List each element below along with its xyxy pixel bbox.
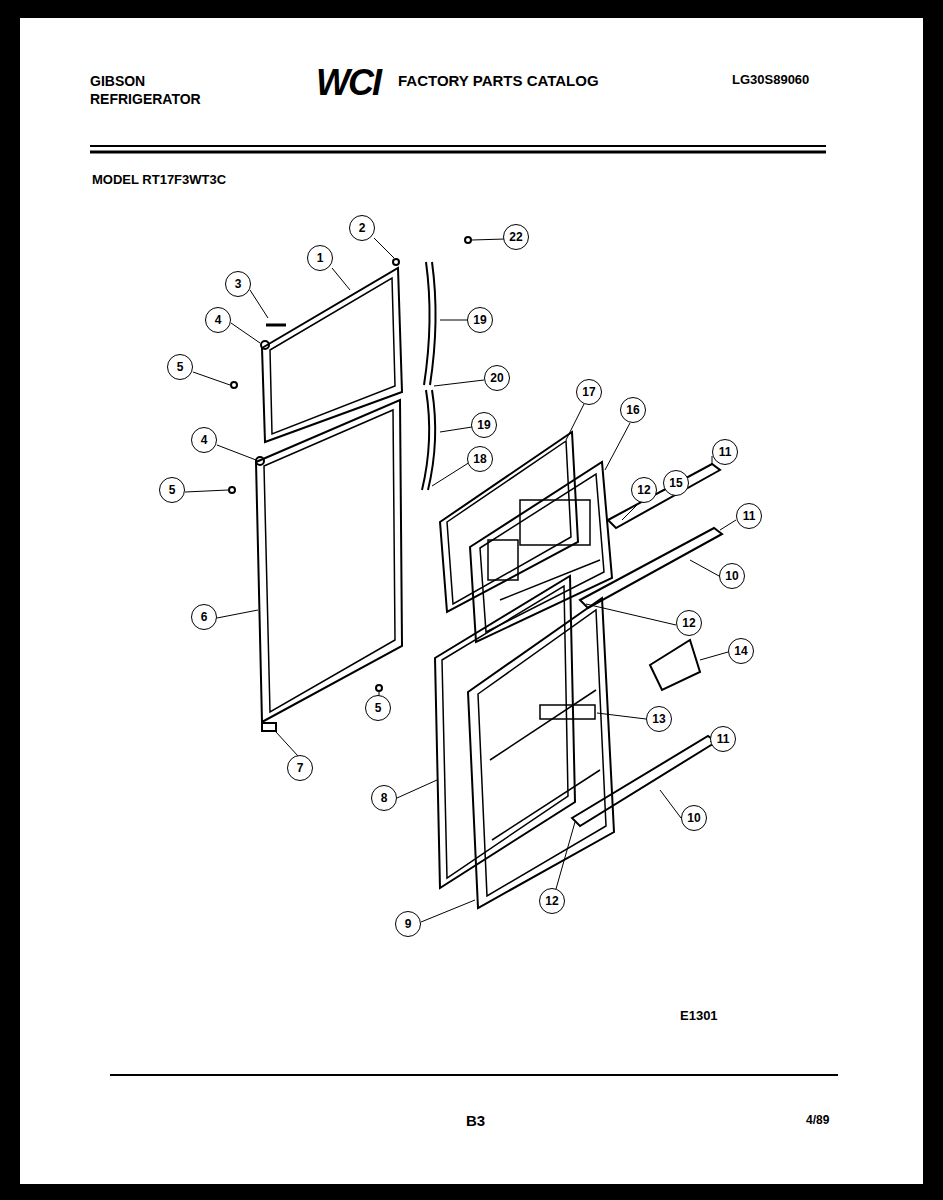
callout-number: 11 bbox=[712, 439, 738, 465]
callout-number: 16 bbox=[620, 397, 646, 423]
model-number: MODEL RT17F3WT3C bbox=[92, 172, 226, 187]
callout-number: 12 bbox=[631, 477, 657, 503]
figure-code: E1301 bbox=[680, 1008, 718, 1023]
catalog-number: LG30S89060 bbox=[732, 72, 809, 87]
print-date: 4/89 bbox=[806, 1113, 829, 1127]
page-ground bbox=[20, 18, 923, 1184]
callout-number: 11 bbox=[736, 503, 762, 529]
callout-number: 9 bbox=[395, 911, 421, 937]
callout-number: 17 bbox=[576, 379, 602, 405]
callout-number: 14 bbox=[728, 638, 754, 664]
callout-number: 12 bbox=[676, 610, 702, 636]
callout-number: 11 bbox=[710, 726, 736, 752]
callout-number: 4 bbox=[191, 427, 217, 453]
callout-number: 10 bbox=[719, 563, 745, 589]
callout-number: 13 bbox=[646, 706, 672, 732]
catalog-title: FACTORY PARTS CATALOG bbox=[398, 72, 599, 89]
callout-number: 19 bbox=[467, 307, 493, 333]
callout-number: 10 bbox=[681, 805, 707, 831]
brand-name: GIBSON REFRIGERATOR bbox=[90, 72, 215, 108]
callout-number: 5 bbox=[159, 477, 185, 503]
callout-number: 2 bbox=[349, 215, 375, 241]
callout-number: 3 bbox=[225, 271, 251, 297]
callout-number: 6 bbox=[191, 604, 217, 630]
page-number: B3 bbox=[466, 1112, 485, 1129]
logo: WCI bbox=[316, 62, 380, 104]
callout-number: 19 bbox=[471, 412, 497, 438]
callout-number: 20 bbox=[484, 365, 510, 391]
callout-number: 7 bbox=[287, 755, 313, 781]
callout-number: 12 bbox=[539, 888, 565, 914]
callout-number: 5 bbox=[167, 354, 193, 380]
callout-number: 15 bbox=[663, 470, 689, 496]
callout-number: 22 bbox=[503, 224, 529, 250]
callout-number: 18 bbox=[467, 446, 493, 472]
callout-number: 1 bbox=[307, 245, 333, 271]
callout-number: 5 bbox=[365, 695, 391, 721]
callout-number: 4 bbox=[205, 307, 231, 333]
callout-number: 8 bbox=[371, 785, 397, 811]
